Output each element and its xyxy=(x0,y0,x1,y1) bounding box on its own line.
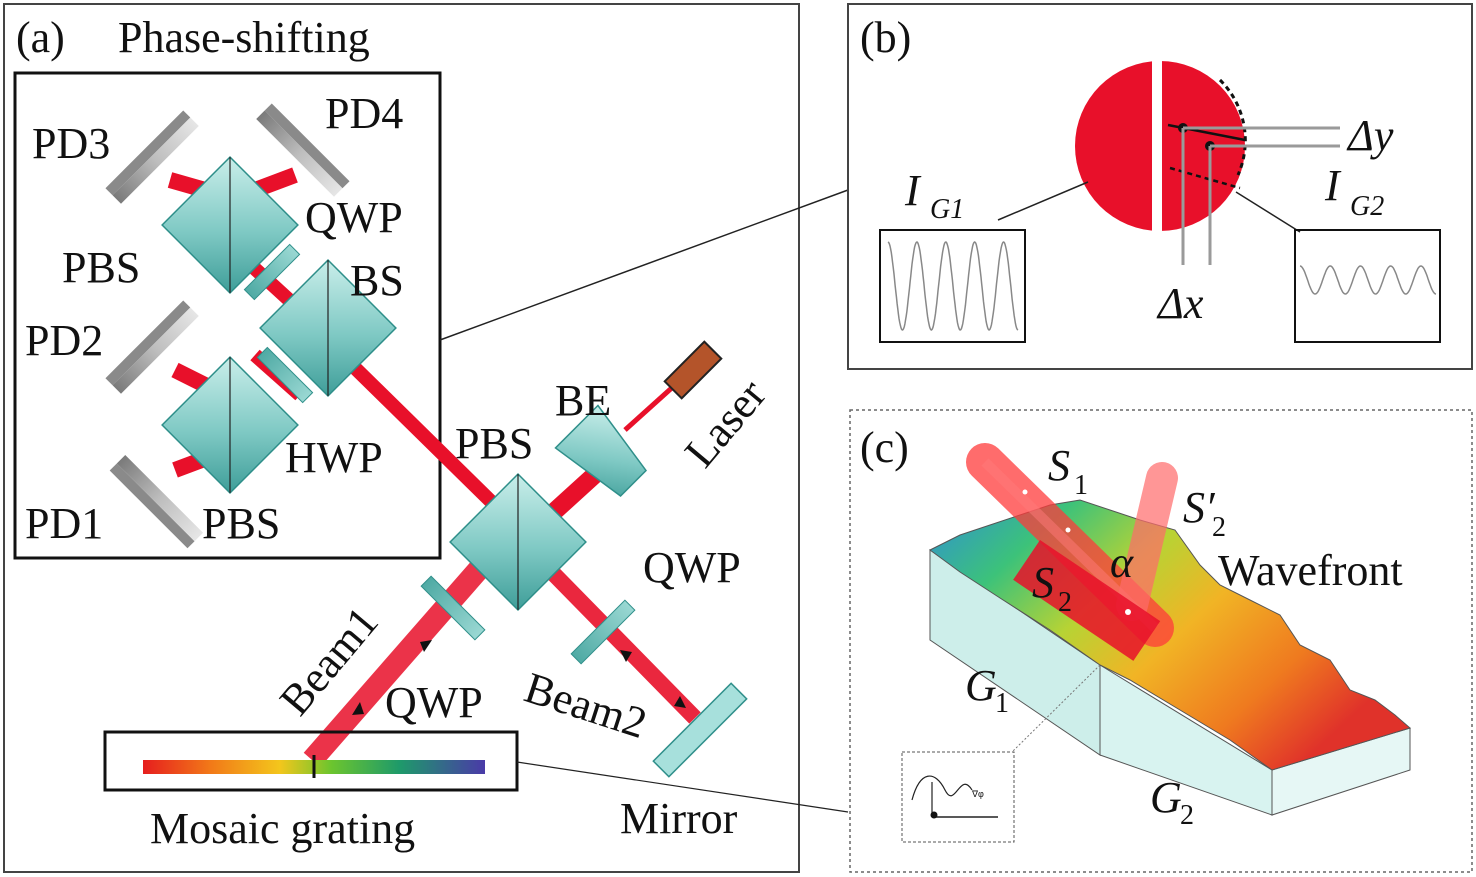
signal-wave-ig2 xyxy=(1299,265,1437,295)
bs-cube xyxy=(259,259,397,397)
qwp-plate-inner xyxy=(243,243,301,301)
label-pbs-left: PBS xyxy=(62,243,140,292)
qwp-plate-beam2 xyxy=(570,599,636,665)
label-pbs-main: PBS xyxy=(455,419,533,468)
label-qwp-top: QWP xyxy=(305,193,403,242)
label-mirror: Mirror xyxy=(620,794,738,843)
s1-dot-1 xyxy=(1022,489,1028,495)
phase-shifting-box xyxy=(13,71,442,560)
label-s2-sub: 2 xyxy=(1058,587,1072,618)
panel-a-frame xyxy=(3,3,800,873)
mirror xyxy=(652,682,748,778)
detector-pd1 xyxy=(109,454,204,549)
beam-inner-2 xyxy=(252,167,298,198)
leader-seam-to-inset xyxy=(1011,664,1101,753)
s1-dot-2 xyxy=(1065,527,1071,533)
label-ig1: I xyxy=(904,166,922,215)
inset-dot xyxy=(930,811,938,819)
leader-box-to-b xyxy=(439,189,849,341)
panel-b-tag: (b) xyxy=(860,13,911,62)
label-dx: Δx xyxy=(1156,279,1204,328)
arrow-beam2-up xyxy=(620,650,632,662)
mosaic-grating-frame xyxy=(103,730,519,792)
detector-pd4 xyxy=(256,103,350,197)
beam2-path xyxy=(539,559,701,724)
detector-pd2 xyxy=(105,300,199,394)
label-s2-prime: S′ xyxy=(1183,483,1216,532)
delta-guides xyxy=(1181,126,1340,265)
label-hwp: HWP xyxy=(285,433,383,482)
panel-c: (c) S 1 S′ 2 α S 2 Wavefront G 1 G 2 xyxy=(849,409,1473,873)
panel-b: (b) Δy Δx I G1 I G2 xyxy=(847,3,1473,370)
panel-a-tag: (a) xyxy=(16,13,65,62)
signal-box-ig2 xyxy=(1294,229,1441,343)
label-wavefront: Wavefront xyxy=(1218,546,1403,595)
label-g2: G xyxy=(1150,773,1182,822)
label-s1-sub: 1 xyxy=(1074,470,1088,501)
panel-a-title: Phase-shifting xyxy=(118,13,370,62)
beam1-path xyxy=(303,537,509,768)
label-ig2-sub: G2 xyxy=(1350,191,1384,222)
s2-dot xyxy=(1125,609,1131,615)
beam-s2-plate xyxy=(1013,540,1161,661)
beam-arrows xyxy=(352,640,686,715)
label-alpha: α xyxy=(1110,538,1134,587)
beam-s2-prime xyxy=(1116,462,1178,621)
label-qwp-right: QWP xyxy=(643,543,741,592)
label-pd2: PD2 xyxy=(25,316,103,365)
label-g1: G xyxy=(965,661,997,710)
spot-gap xyxy=(1152,55,1162,240)
leader-ig2 xyxy=(1235,191,1301,233)
label-mosaic-grating: Mosaic grating xyxy=(150,804,415,853)
label-dy: Δy xyxy=(1346,111,1394,160)
label-ig1-sub: G1 xyxy=(930,194,964,225)
signal-wave-ig1 xyxy=(887,241,1019,331)
signal-box-ig1 xyxy=(879,229,1026,343)
panel-a: (a) Phase-shifting xyxy=(3,3,849,873)
beam-laser-to-be xyxy=(623,383,677,432)
leader-ig1 xyxy=(997,181,1089,221)
label-pbs-bottom: PBS xyxy=(202,499,280,548)
label-ig2: I xyxy=(1324,161,1342,210)
label-pd1: PD1 xyxy=(25,499,103,548)
qwp-plate-beam1 xyxy=(420,575,486,641)
inset-label: ∇φ xyxy=(971,789,984,799)
panel-b-frame xyxy=(847,3,1473,370)
inset-box xyxy=(901,751,1015,843)
leader-grating-to-c xyxy=(516,761,849,813)
arrow-beam2-down xyxy=(674,696,686,708)
beam-inner-4 xyxy=(171,362,209,393)
pbs-cube-upper xyxy=(161,156,299,294)
label-pd3: PD3 xyxy=(32,119,110,168)
label-bs: BS xyxy=(350,256,404,305)
laser-source xyxy=(663,340,723,400)
label-g1-sub: 1 xyxy=(995,688,1009,719)
hwp-plate-inner xyxy=(256,346,314,404)
panel-c-frame xyxy=(849,409,1473,873)
label-qwp-bottom: QWP xyxy=(385,678,483,727)
inset-curve xyxy=(911,775,973,801)
detector-pd3 xyxy=(105,110,199,204)
pbs-cube-main xyxy=(449,473,587,611)
arrow-beam1-up xyxy=(420,640,432,652)
label-g2-sub: 2 xyxy=(1180,800,1194,831)
arrow-beam1-down xyxy=(352,702,364,715)
pbs-cube-lower xyxy=(161,356,299,494)
panel-c-tag: (c) xyxy=(860,423,909,472)
beam-expander xyxy=(554,404,647,497)
label-beam2: Beam2 xyxy=(519,663,653,748)
label-s2-prime-sub: 2 xyxy=(1212,512,1226,543)
spot-edge-dashed xyxy=(1218,78,1247,176)
label-be: BE xyxy=(555,376,611,425)
label-s2: S xyxy=(1032,558,1054,607)
label-s1: S xyxy=(1048,441,1070,490)
label-pd4: PD4 xyxy=(325,89,403,138)
